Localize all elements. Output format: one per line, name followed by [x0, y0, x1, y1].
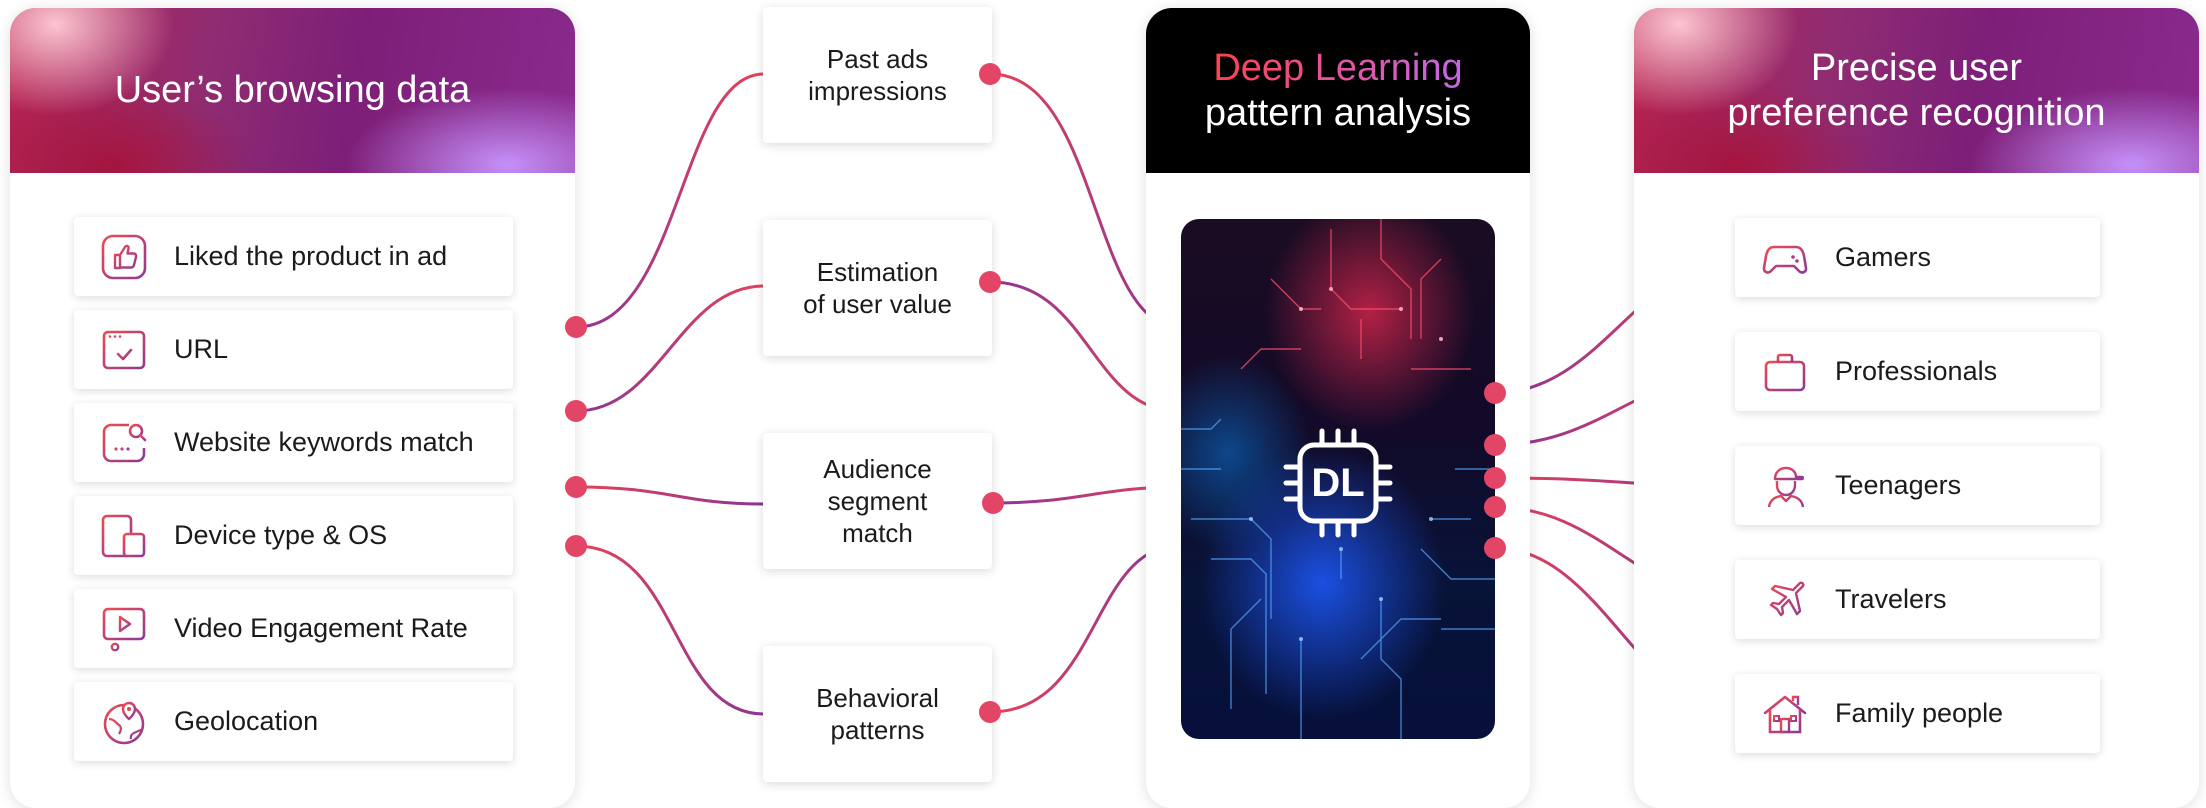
briefcase-icon	[1761, 348, 1809, 396]
video-play-icon	[100, 605, 148, 653]
connector-line	[575, 72, 765, 329]
list-item-family: Family people	[1735, 674, 2100, 753]
preference-recognition-header: Precise user preference recognition	[1634, 8, 2199, 173]
list-item-label: Family people	[1835, 698, 2004, 728]
browser-check-icon	[100, 326, 148, 374]
list-item-label: Gamers	[1835, 242, 1932, 272]
step-box-text-line: segment	[827, 486, 928, 516]
list-item-gamers: Gamers	[1735, 218, 2100, 297]
airplane-icon	[1761, 576, 1809, 624]
step-box-text-line: match	[842, 518, 913, 548]
step-box-text-line: Past ads	[826, 44, 929, 74]
step-box-text-line: Behavioral	[816, 683, 939, 713]
connector-line	[575, 284, 765, 413]
step-box-behavioral: Behavioral patterns	[763, 646, 992, 782]
list-item-device: Device type & OS	[74, 496, 513, 575]
list-item-label: Travelers	[1835, 584, 1947, 614]
list-item-keywords: Website keywords match	[74, 403, 513, 482]
gamepad-icon	[1761, 234, 1809, 282]
house-icon	[1761, 690, 1809, 738]
list-item-label: Geolocation	[174, 706, 319, 736]
deep-learning-header: Deep Learning pattern analysis	[1146, 8, 1530, 173]
deep-learning-image: DL	[1181, 219, 1495, 739]
step-box-text-line: impressions	[808, 76, 947, 106]
step-box-user-value: Estimation of user value	[763, 220, 992, 356]
chip-label: DL	[1311, 460, 1365, 505]
step-box-audience-segment: Audience segment match	[763, 433, 992, 569]
connector-line	[575, 485, 765, 506]
step-box-past-ads: Past ads impressions	[763, 7, 992, 143]
list-item-geolocation: Geolocation	[74, 682, 513, 761]
list-item-label: Teenagers	[1835, 470, 1962, 500]
deep-learning-title-accent: Deep Learning	[1213, 46, 1463, 89]
chip-icon: DL	[1278, 423, 1398, 543]
list-item-label: Website keywords match	[174, 427, 474, 457]
list-item-label: Device type & OS	[174, 520, 388, 550]
keyword-search-icon	[100, 419, 148, 467]
list-item-liked-product: Liked the product in ad	[74, 217, 513, 296]
list-item-label: Professionals	[1835, 356, 1998, 386]
devices-icon	[100, 512, 148, 560]
browsing-data-title: User’s browsing data	[114, 69, 471, 111]
preference-title-line: Precise user	[1810, 46, 2023, 89]
thumbs-up-icon	[100, 233, 148, 281]
teenager-icon	[1761, 462, 1809, 510]
deep-learning-title-rest: pattern analysis	[1204, 91, 1472, 134]
step-box-text-line: Estimation	[816, 257, 939, 287]
list-item-video: Video Engagement Rate	[74, 589, 513, 668]
list-item-professionals: Professionals	[1735, 332, 2100, 411]
browsing-data-header: User’s browsing data	[10, 8, 575, 173]
preference-title-line: preference recognition	[1727, 91, 2106, 134]
circuit-pattern	[1181, 219, 1495, 739]
list-item-travelers: Travelers	[1735, 560, 2100, 639]
list-item-label: URL	[174, 334, 229, 364]
connector-line	[575, 544, 765, 716]
step-box-text-line: patterns	[830, 715, 925, 745]
list-item-label: Liked the product in ad	[174, 241, 448, 271]
step-box-text-line: Audience	[823, 454, 932, 484]
list-item-url: URL	[74, 310, 513, 389]
step-box-text-line: of user value	[803, 289, 952, 319]
list-item-teenagers: Teenagers	[1735, 446, 2100, 525]
globe-pin-icon	[100, 698, 148, 746]
list-item-label: Video Engagement Rate	[174, 613, 468, 643]
